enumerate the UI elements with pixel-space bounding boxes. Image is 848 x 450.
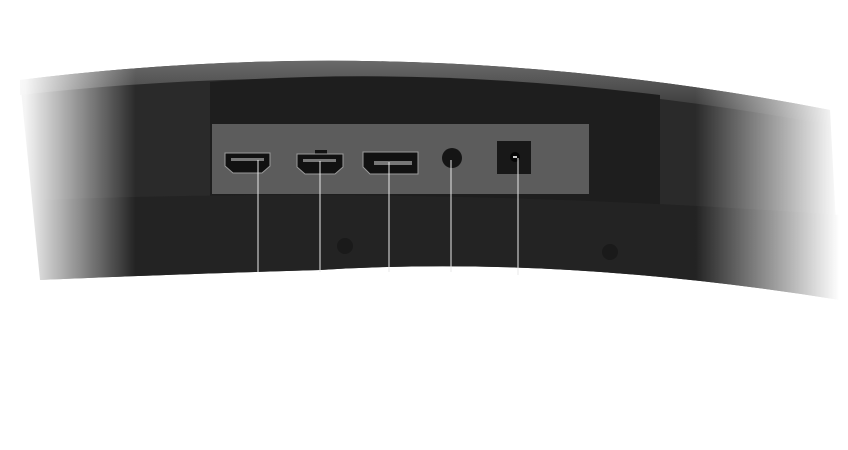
monitor-photo — [0, 0, 848, 450]
edge-fade — [0, 0, 848, 450]
